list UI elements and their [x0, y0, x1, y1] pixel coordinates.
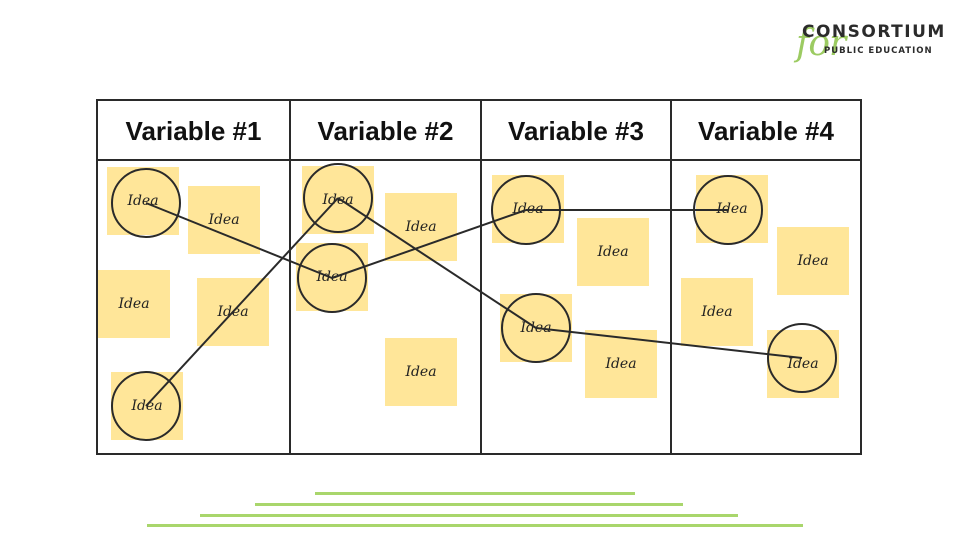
decorative-line	[315, 492, 635, 495]
idea-note[interactable]: Idea	[302, 166, 374, 234]
idea-note[interactable]: Idea	[385, 338, 457, 406]
idea-note[interactable]: Idea	[111, 372, 183, 440]
decorative-line	[200, 514, 738, 517]
column-divider	[670, 101, 672, 453]
header-divider	[98, 159, 860, 161]
variables-table: Variable #1 Variable #2 Variable #3 Vari…	[96, 99, 862, 455]
column-title-variable-4: Variable #4	[698, 116, 834, 146]
idea-note[interactable]: Idea	[107, 167, 179, 235]
idea-note[interactable]: Idea	[696, 175, 768, 243]
idea-note[interactable]: Idea	[777, 227, 849, 295]
idea-note[interactable]: Idea	[500, 294, 572, 362]
idea-note[interactable]: Idea	[585, 330, 657, 398]
consortium-logo: for CONSORTIUM PUBLIC EDUCATION	[796, 18, 946, 73]
idea-note[interactable]: Idea	[296, 243, 368, 311]
idea-note[interactable]: Idea	[492, 175, 564, 243]
column-title-variable-2: Variable #2	[317, 116, 454, 146]
idea-note[interactable]: Idea	[577, 218, 649, 286]
idea-note[interactable]: Idea	[385, 193, 457, 261]
column-title-variable-3: Variable #3	[508, 116, 644, 146]
idea-note[interactable]: Idea	[767, 330, 839, 398]
decorative-line	[255, 503, 683, 506]
idea-note[interactable]: Idea	[197, 278, 269, 346]
idea-note[interactable]: Idea	[681, 278, 753, 346]
logo-script-text: for	[796, 23, 846, 64]
idea-note[interactable]: Idea	[98, 270, 170, 338]
logo-main-text: CONSORTIUM	[802, 22, 946, 42]
idea-note[interactable]: Idea	[188, 186, 260, 254]
decorative-line	[147, 524, 803, 527]
logo-sub-text: PUBLIC EDUCATION	[824, 46, 933, 56]
column-title-variable-1: Variable #1	[125, 116, 262, 146]
